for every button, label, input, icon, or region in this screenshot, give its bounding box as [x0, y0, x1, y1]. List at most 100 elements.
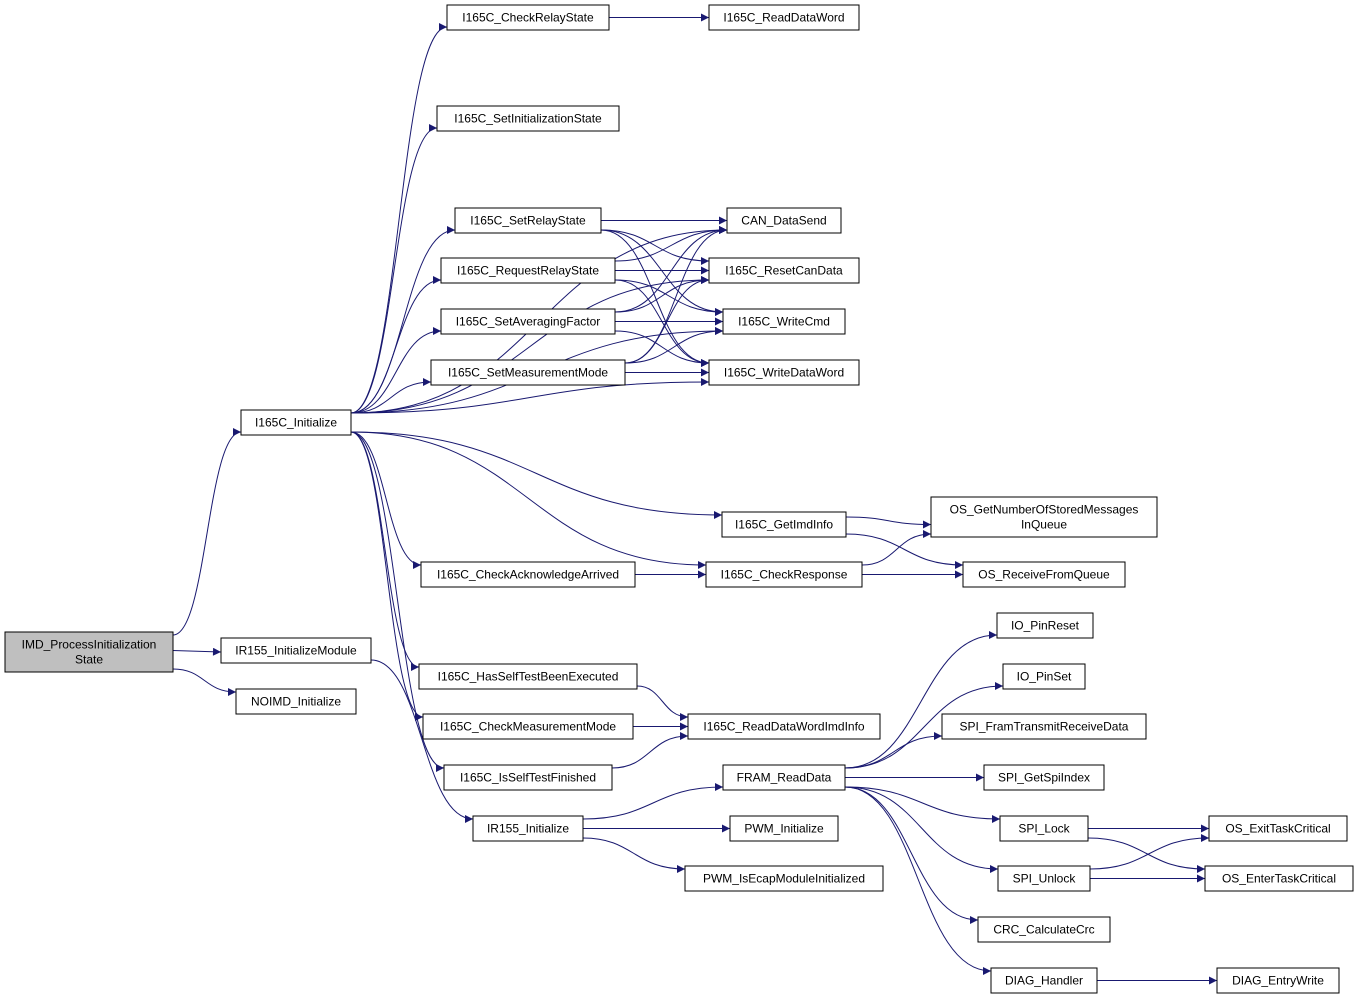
edge-i165c_initialize-to-check_response — [350, 431, 707, 569]
node-box — [977, 916, 1111, 943]
node-box — [684, 865, 884, 892]
node-box — [941, 713, 1147, 740]
edge-i165c_initialize-to-is_self_test_finished — [350, 431, 445, 772]
node-diag-handler[interactable]: DIAG_Handler — [990, 967, 1098, 994]
node-set-init-state[interactable]: I165C_SetInitializationState — [436, 105, 620, 132]
node-label: I165C_SetInitializationState — [454, 112, 602, 126]
node-ir155-initialize[interactable]: IR155_Initialize — [472, 815, 584, 842]
node-spi-unlock[interactable]: SPI_Unlock — [997, 865, 1091, 892]
edge-i165c_initialize-to-has_self_test — [350, 431, 420, 671]
node-label: FRAM_ReadData — [737, 771, 832, 785]
node-label: I165C_Initialize — [255, 416, 337, 430]
node-check-relay-state[interactable]: I165C_CheckRelayState — [446, 4, 610, 31]
node-set-relay-state[interactable]: I165C_SetRelayState — [454, 207, 602, 234]
node-label: I165C_SetMeasurementMode — [448, 366, 608, 380]
node-os-enter-task-critical[interactable]: OS_EnterTaskCritical — [1204, 865, 1354, 892]
edge-has_self_test-to-read_data_word_imd_info — [636, 685, 689, 721]
node-box — [454, 207, 602, 234]
node-box — [708, 359, 860, 386]
node-ir155-initialize-module[interactable]: IR155_InitializeModule — [220, 637, 372, 664]
node-label: OS_EnterTaskCritical — [1222, 872, 1336, 886]
node-box — [726, 207, 842, 234]
edge-request_relay_state-to-write_cmd — [614, 279, 724, 316]
node-spi-lock[interactable]: SPI_Lock — [999, 815, 1089, 842]
node-read-data-word-imd-info[interactable]: I165C_ReadDataWordImdInfo — [687, 713, 881, 740]
node-set-measurement-mode[interactable]: I165C_SetMeasurementMode — [430, 359, 626, 386]
node-label: OS_ReceiveFromQueue — [978, 568, 1110, 582]
node-get-imd-info[interactable]: I165C_GetImdInfo — [721, 511, 847, 538]
node-can-datasend[interactable]: CAN_DataSend — [726, 207, 842, 234]
node-request-relay-state[interactable]: I165C_RequestRelayState — [440, 257, 616, 284]
node-write-cmd[interactable]: I165C_WriteCmd — [722, 308, 846, 335]
node-label: SPI_Lock — [1018, 822, 1070, 836]
edge-ir155_initialize-to-fram_read_data — [582, 783, 724, 820]
node-check-measurement-mode[interactable]: I165C_CheckMeasurementMode — [422, 713, 634, 740]
node-label: DIAG_EntryWrite — [1232, 974, 1324, 988]
node-io-pin-set[interactable]: IO_PinSet — [1002, 663, 1086, 690]
node-label: State — [75, 653, 103, 667]
node-pwm-is-ecap[interactable]: PWM_IsEcapModuleInitialized — [684, 865, 884, 892]
node-set-averaging-factor[interactable]: I165C_SetAveragingFactor — [440, 308, 616, 335]
node-label: I165C_HasSelfTestBeenExecuted — [438, 670, 619, 684]
node-box — [235, 688, 357, 715]
node-box — [418, 663, 638, 690]
node-os-exit-task-critical[interactable]: OS_ExitTaskCritical — [1208, 815, 1348, 842]
node-io-pin-reset[interactable]: IO_PinReset — [996, 612, 1094, 639]
node-diag-entry-write[interactable]: DIAG_EntryWrite — [1216, 967, 1340, 994]
node-label: IR155_InitializeModule — [235, 644, 357, 658]
node-reset-can-data[interactable]: I165C_ResetCanData — [708, 257, 860, 284]
node-box — [1204, 865, 1354, 892]
node-box — [430, 359, 626, 386]
node-box — [705, 561, 863, 588]
node-label: OS_ExitTaskCritical — [1225, 822, 1330, 836]
node-read-data-word[interactable]: I165C_ReadDataWord — [708, 4, 860, 31]
node-check-response[interactable]: I165C_CheckResponse — [705, 561, 863, 588]
node-box — [420, 561, 636, 588]
node-pwm-initialize[interactable]: PWM_Initialize — [729, 815, 839, 842]
node-box — [440, 308, 616, 335]
node-label: I165C_SetRelayState — [470, 214, 586, 228]
edge-i165c_initialize-to-write_data_word — [350, 378, 710, 414]
node-box — [1216, 967, 1340, 994]
node-label: I165C_ReadDataWord — [723, 11, 844, 25]
node-box — [443, 764, 613, 791]
node-noimd-initialize[interactable]: NOIMD_Initialize — [235, 688, 357, 715]
node-label: SPI_Unlock — [1013, 872, 1077, 886]
node-os-receive-from-queue[interactable]: OS_ReceiveFromQueue — [962, 561, 1126, 588]
node-label: I165C_RequestRelayState — [457, 264, 599, 278]
node-spi-fram-transmit[interactable]: SPI_FramTransmitReceiveData — [941, 713, 1147, 740]
node-box — [436, 105, 620, 132]
node-label: IMD_ProcessInitialization — [22, 638, 157, 652]
edge-i165c_initialize-to-check_measurement_mode — [350, 431, 424, 721]
node-label: I165C_CheckMeasurementMode — [440, 720, 616, 734]
node-crc-calculate[interactable]: CRC_CalculateCrc — [977, 916, 1111, 943]
edge-fram_read_data-to-crc_calculate — [844, 786, 979, 924]
edge-spi_lock-to-os_enter_task_critical — [1087, 837, 1206, 873]
node-box — [687, 713, 881, 740]
edge-i165c_initialize-to-get_imd_info — [350, 431, 723, 519]
node-label: I165C_CheckAcknowledgeArrived — [437, 568, 619, 582]
node-box — [999, 815, 1089, 842]
edge-set_averaging_factor-to-can_datasend — [614, 226, 728, 313]
node-label: I165C_CheckRelayState — [462, 11, 594, 25]
node-write-data-word[interactable]: I165C_WriteDataWord — [708, 359, 860, 386]
edge-i165c_initialize-to-reset_can_data — [350, 276, 710, 414]
node-check-ack-arrived[interactable]: I165C_CheckAcknowledgeArrived — [420, 561, 636, 588]
node-label: CAN_DataSend — [741, 214, 826, 228]
node-box — [220, 637, 372, 664]
node-is-self-test-finished[interactable]: I165C_IsSelfTestFinished — [443, 764, 613, 791]
node-box — [4, 631, 174, 673]
node-label: OS_GetNumberOfStoredMessages — [950, 503, 1139, 517]
node-box — [722, 308, 846, 335]
edge-fram_read_data-to-io_pin_reset — [844, 631, 998, 769]
edge-i165c_initialize-to-set_init_state — [350, 124, 438, 414]
node-i165c-initialize[interactable]: I165C_Initialize — [240, 409, 352, 436]
node-spi-get-spi-index[interactable]: SPI_GetSpiIndex — [983, 764, 1105, 791]
node-fram-read-data[interactable]: FRAM_ReadData — [722, 764, 846, 791]
node-has-self-test[interactable]: I165C_HasSelfTestBeenExecuted — [418, 663, 638, 690]
node-box — [721, 511, 847, 538]
